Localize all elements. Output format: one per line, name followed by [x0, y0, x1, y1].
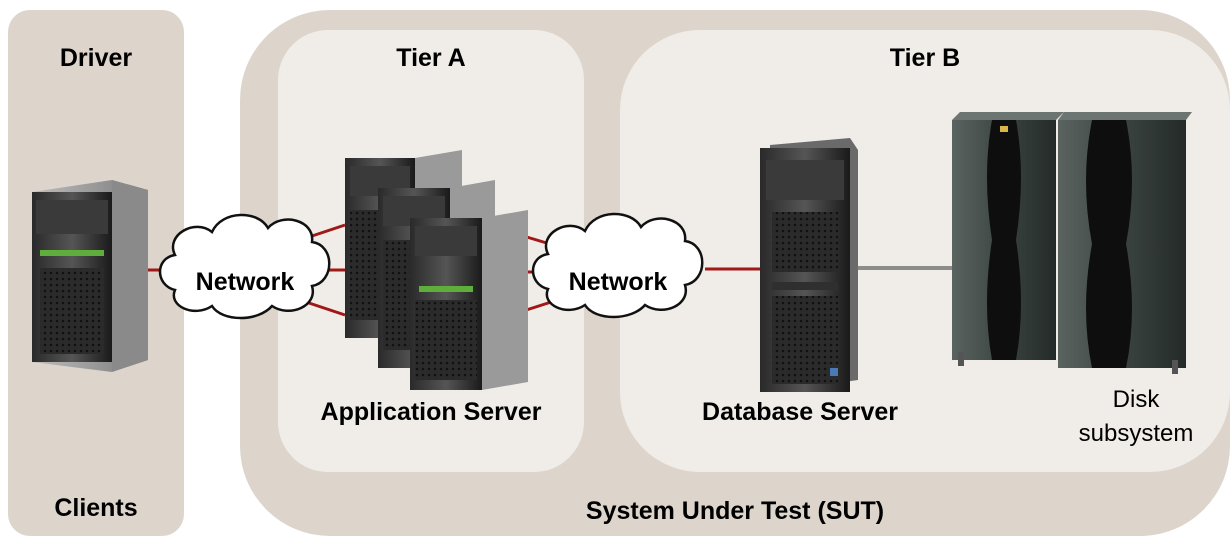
database-server-label: Database Server	[702, 398, 898, 426]
sut-title: System Under Test (SUT)	[585, 497, 885, 525]
client-server-tower	[32, 180, 148, 372]
disk-subsystem-label-line1: Disk	[1112, 386, 1160, 413]
tier-b-title: Tier B	[889, 44, 961, 72]
disk-subsystem-rack-left	[952, 112, 1064, 360]
disk-subsystem-label-line2: subsystem	[1078, 420, 1194, 447]
tier-a-title: Tier A	[396, 44, 466, 72]
clients-label: Clients	[54, 494, 138, 522]
app-server-tower-3	[410, 210, 528, 390]
network-cloud-2	[531, 212, 704, 319]
application-server-label: Application Server	[320, 398, 542, 426]
network-cloud-1	[158, 213, 331, 320]
network-label-2: Network	[568, 268, 668, 296]
network-label-1: Network	[195, 268, 295, 296]
disk-subsystem-rack-right	[958, 112, 1192, 374]
database-server-tower	[760, 138, 858, 392]
driver-title: Driver	[59, 44, 133, 72]
